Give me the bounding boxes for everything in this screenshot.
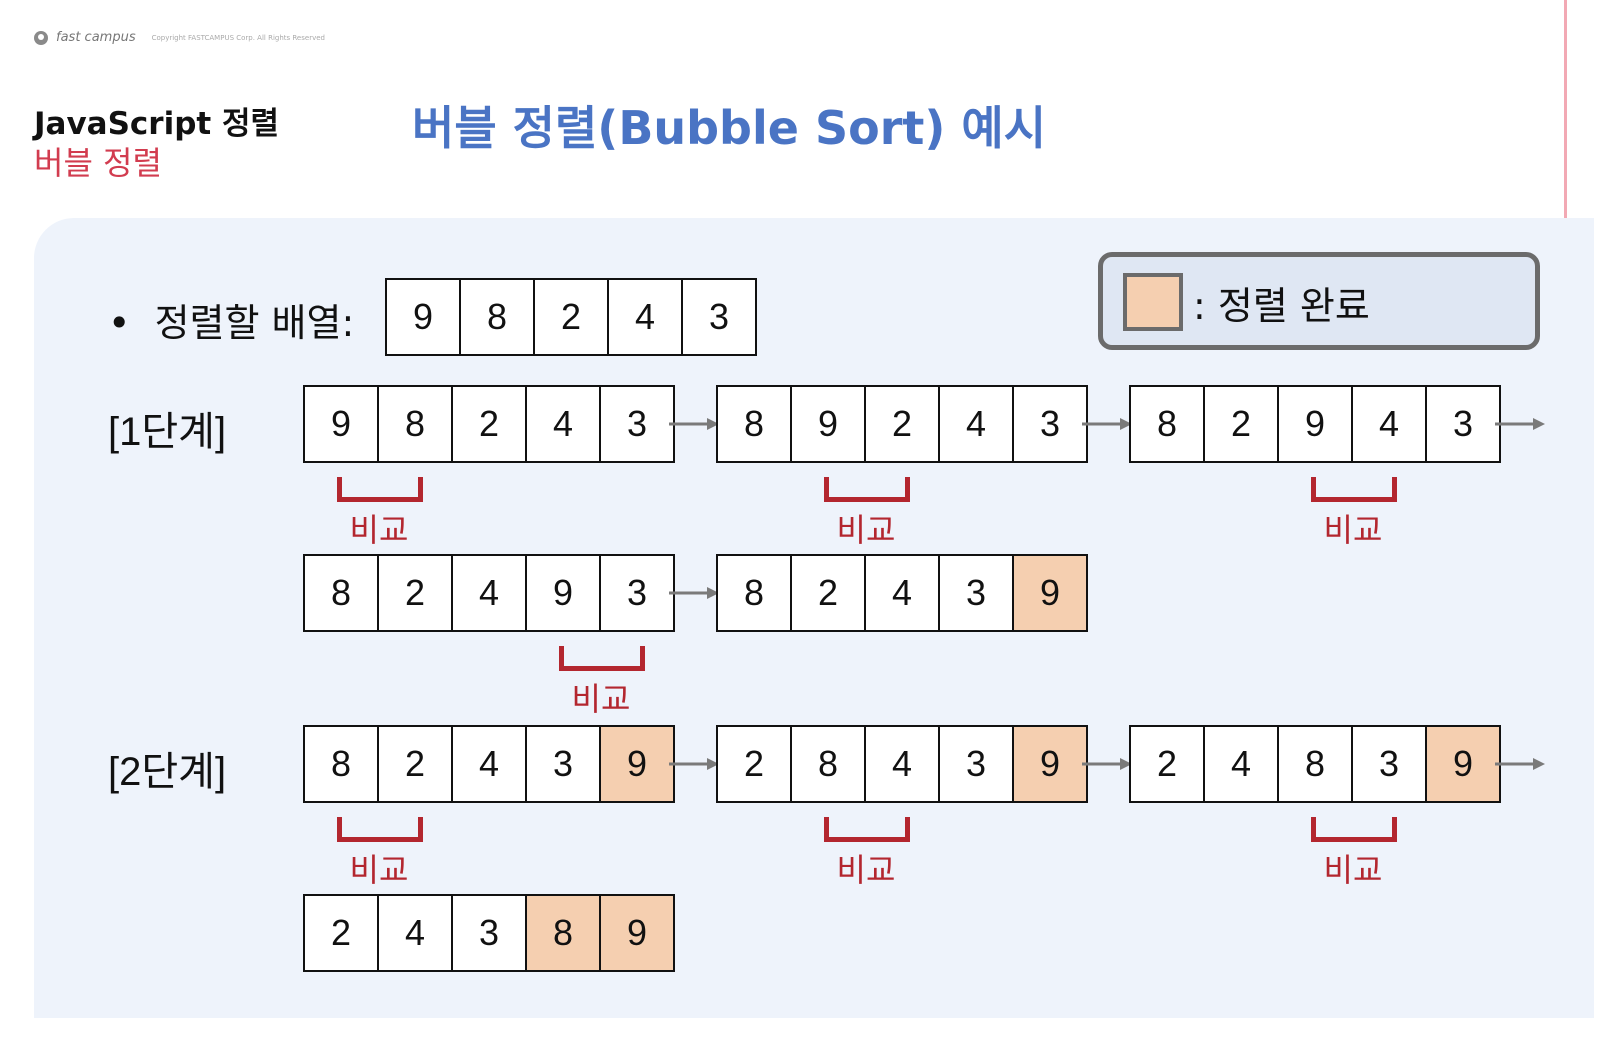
array-cell: 9	[1425, 727, 1499, 801]
array-cell: 8	[1156, 403, 1178, 444]
compare-bracket	[337, 477, 423, 502]
fastcampus-logo-icon	[34, 30, 48, 45]
next-step-arrow-icon	[669, 758, 719, 770]
array-cell: 8	[1277, 727, 1351, 801]
stage-label: [2단계]	[108, 750, 227, 794]
array-cell: 2	[377, 727, 451, 801]
array-cell: 3	[681, 280, 755, 354]
array-cell: 3	[938, 556, 1012, 630]
array-cell: 3	[599, 387, 673, 461]
next-step-arrow-icon	[1495, 758, 1545, 770]
array-cell: 3	[525, 727, 599, 801]
array-cell: 4	[451, 556, 525, 630]
array-cell: 9	[599, 896, 673, 970]
compare-label: 비교	[1323, 851, 1383, 889]
compare-bracket	[559, 646, 645, 671]
array-cell: 2	[1203, 387, 1277, 461]
section-title: JavaScript 정렬	[34, 106, 280, 142]
legend-label: : 정렬 완료	[1193, 284, 1370, 328]
input-array-label: • 정렬할 배열:	[108, 301, 355, 345]
array-cell: 9	[1012, 727, 1086, 801]
array-cell: 8	[330, 572, 352, 613]
section-subtitle: 버블 정렬	[34, 144, 162, 182]
array-cell: 3	[451, 896, 525, 970]
copyright-text: Copyright FASTCAMPUS Corp. All Rights Re…	[151, 33, 325, 42]
array-cell: 3	[1425, 387, 1499, 461]
array-cell: 9	[525, 556, 599, 630]
compare-bracket	[1311, 477, 1397, 502]
compare-label: 비교	[349, 511, 409, 549]
array-cell: 8	[330, 743, 352, 784]
array-cell: 4	[1203, 727, 1277, 801]
legend-box: : 정렬 완료	[1098, 252, 1540, 350]
array-cell: 2	[743, 743, 765, 784]
compare-bracket	[824, 817, 910, 842]
array-cell: 2	[377, 556, 451, 630]
compare-bracket	[337, 817, 423, 842]
next-step-arrow-icon	[1082, 418, 1132, 430]
array-cell: 9	[330, 403, 352, 444]
compare-label: 비교	[349, 851, 409, 889]
brand-logo: fast campus Copyright FASTCAMPUS Corp. A…	[34, 30, 325, 45]
next-step-arrow-icon	[669, 418, 719, 430]
array-cell: 4	[938, 387, 1012, 461]
array-cell: 4	[1351, 387, 1425, 461]
array-cell: 3	[938, 727, 1012, 801]
compare-bracket	[1311, 817, 1397, 842]
array-cell: 8	[377, 387, 451, 461]
array-cell: 9	[1012, 556, 1086, 630]
array-cell: 4	[864, 727, 938, 801]
compare-bracket	[824, 477, 910, 502]
array-cell: 4	[864, 556, 938, 630]
next-step-arrow-icon	[1082, 758, 1132, 770]
array-cell: 4	[525, 387, 599, 461]
array-cell: 4	[607, 280, 681, 354]
array-cell: 9	[790, 387, 864, 461]
array-cell: 9	[599, 727, 673, 801]
slide-title: 버블 정렬(Bubble Sort) 예시	[412, 101, 1047, 155]
slide-edge-accent	[1564, 0, 1567, 330]
array-cell: 8	[743, 572, 765, 613]
array-cell: 9	[412, 296, 434, 337]
array-cell: 2	[790, 556, 864, 630]
legend-done-swatch	[1123, 273, 1183, 331]
array-cell: 2	[451, 387, 525, 461]
next-step-arrow-icon	[669, 587, 719, 599]
array-cell: 2	[330, 912, 352, 953]
array-cell: 2	[1156, 743, 1178, 784]
array-cell: 8	[743, 403, 765, 444]
stage-label: [1단계]	[108, 410, 227, 454]
array-cell: 8	[525, 896, 599, 970]
input-array-label-text: 정렬할 배열:	[154, 301, 355, 345]
array-cell: 4	[451, 727, 525, 801]
next-step-arrow-icon	[1495, 418, 1545, 430]
array-cell: 3	[1351, 727, 1425, 801]
array-cell: 8	[459, 280, 533, 354]
array-cell: 3	[1012, 387, 1086, 461]
array-cell: 2	[533, 280, 607, 354]
array-cell: 2	[864, 387, 938, 461]
logo-text: fast campus	[56, 30, 136, 45]
array-cell: 4	[377, 896, 451, 970]
compare-label: 비교	[571, 680, 631, 718]
array-cell: 9	[1277, 387, 1351, 461]
compare-label: 비교	[1323, 511, 1383, 549]
array-cell: 8	[790, 727, 864, 801]
compare-label: 비교	[836, 511, 896, 549]
compare-label: 비교	[836, 851, 896, 889]
array-cell: 3	[599, 556, 673, 630]
